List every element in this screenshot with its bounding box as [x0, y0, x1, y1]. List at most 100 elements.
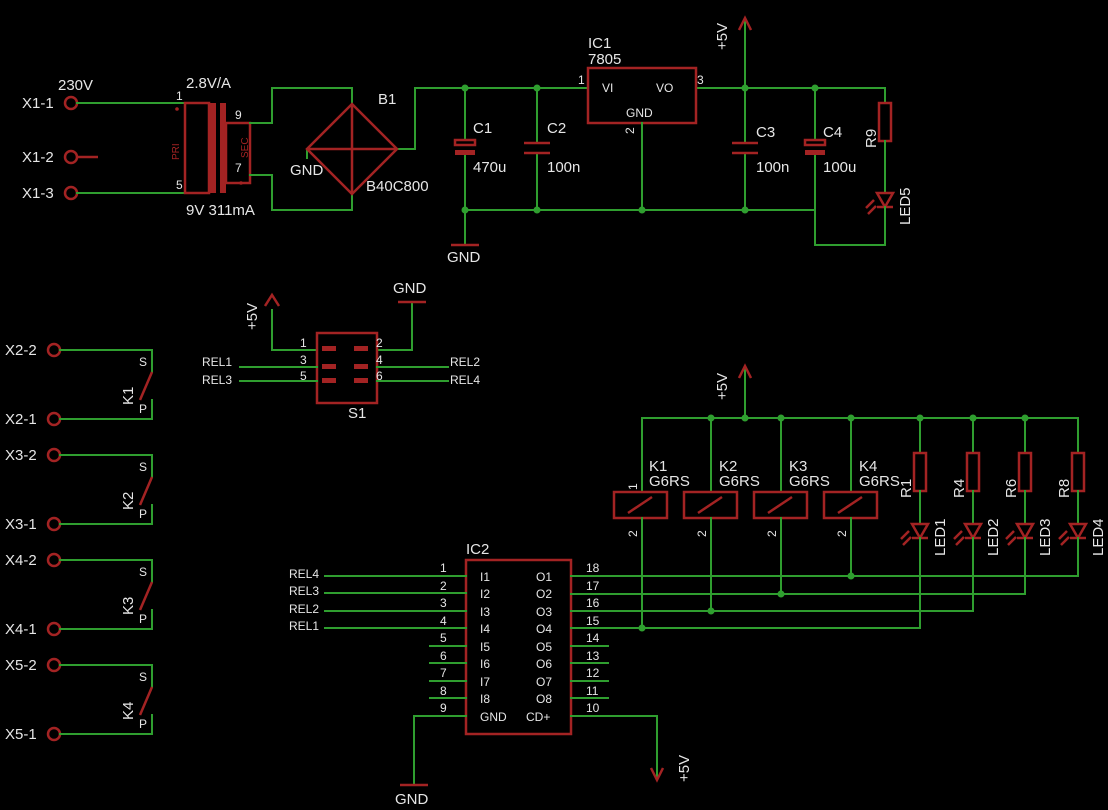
terminal-x1-1 [63, 95, 79, 111]
driver-label-i3: I3 [480, 605, 490, 619]
relay-coil-section: +5V K1 G6RS 1 2 K2 G6RS 2 K3 [612, 363, 1107, 629]
capacitor-c4: C4 100u [803, 87, 856, 246]
driver-left-pins: 1 2 3 4 5 6 7 8 9 [440, 561, 447, 715]
driver-label-o3: O3 [536, 605, 552, 619]
switch-gnd-label: GND [393, 280, 427, 297]
driver-label-cd: CD+ [526, 710, 550, 724]
driver-pin-16: 16 [586, 596, 600, 610]
relay-coil-k3: K3 G6RS 2 [752, 417, 830, 595]
relay-coil-k1-pin-1: 1 [626, 483, 640, 490]
driver-cd-supply-label: +5V [676, 755, 693, 782]
power-led-branch: R9 LED5 [814, 87, 914, 246]
driver-pin-8: 8 [440, 684, 447, 698]
driver-label-o1: O1 [536, 570, 552, 584]
bridge-rectifier: GND B1 B40C800 [271, 87, 466, 211]
led-branch-3: R6 LED3 [1003, 417, 1054, 595]
relay-contact-k3: K3 S P [46, 552, 154, 637]
regulator-value: 7805 [588, 51, 621, 68]
transformer-pin-7: 7 [235, 161, 242, 175]
rectifier-name: B1 [378, 91, 396, 108]
driver-input-net-rel2: REL2 [289, 602, 319, 616]
relay-coil-k2: K2 G6RS 2 [682, 417, 760, 612]
relay-contact-k1-p: P [139, 402, 147, 416]
terminal-label-x1-2: X1-2 [22, 149, 54, 166]
driver-pin-2: 2 [440, 579, 447, 593]
relay-coil-k1: K1 G6RS 1 2 [612, 417, 690, 629]
driver-input-net-rel1: REL1 [289, 619, 319, 633]
relay-contacts: X2-2 X2-1 X3-2 X3-1 X4-2 X4-1 X5-2 X5-1 … [5, 342, 154, 743]
capacitor-c3-name: C3 [756, 124, 775, 141]
relay-coil-k3-pin-2: 2 [765, 530, 779, 537]
switch-net-rel2: REL2 [450, 355, 480, 369]
driver-pin-12: 12 [586, 666, 600, 680]
dip-switch-s1: +5V GND 1 2 3 4 5 6 REL1 REL2 REL3 REL4 … [202, 280, 480, 422]
relay-contact-k4-p: P [139, 717, 147, 731]
relay-contact-k2-p: P [139, 507, 147, 521]
switch-pin-5: 5 [300, 369, 307, 383]
transformer-secondary-rating: 9V 311mA [186, 202, 255, 219]
terminal-label-x1-3: X1-3 [22, 185, 54, 202]
led5-label: LED5 [897, 187, 914, 225]
relay-coil-k3-value: G6RS [789, 473, 830, 490]
switch-net-rel3: REL3 [202, 373, 232, 387]
resistor-r6-label: R6 [1003, 479, 1020, 498]
switch-pin-3: 3 [300, 353, 307, 367]
regulator-gnd-label: GND [626, 106, 653, 120]
supply-5v-top: +5V [714, 15, 753, 89]
transformer-pin-9: 9 [235, 108, 242, 122]
terminal-label-x2-2: X2-2 [5, 342, 37, 359]
rectifier-value: B40C800 [366, 178, 429, 195]
relay-contact-k2-name: K2 [120, 492, 137, 510]
relay-contact-k4: K4 S P [46, 657, 154, 742]
transformer-pin-5: 5 [176, 178, 183, 192]
switch-net-rel4: REL4 [450, 373, 480, 387]
supply-5v-top-label: +5V [714, 23, 731, 50]
relay-contact-k1-s: S [139, 355, 147, 369]
input-voltage-label: 230V [58, 77, 93, 94]
relay-coil-k2-value: G6RS [719, 473, 760, 490]
power-supply-section: X1-1 X1-2 X1-3 230V 2.8V/A 9V 311mA 1 5 … [22, 15, 914, 266]
driver-pin-10: 10 [586, 701, 600, 715]
transformer-pri-label: PRI [171, 143, 182, 160]
terminal-label-x5-2: X5-2 [5, 657, 37, 674]
relay-coil-k1-name: K1 [649, 458, 667, 475]
driver-label-i4: I4 [480, 622, 490, 636]
driver-left-labels: I1 I2 I3 I4 I5 I6 I7 I8 GND [480, 570, 507, 724]
driver-right-labels: O1 O2 O3 O4 O5 O6 O7 O8 CD+ [526, 570, 552, 724]
ground-label-supply: GND [447, 249, 481, 266]
capacitor-c4-name: C4 [823, 124, 842, 141]
terminal-label-x1-1: X1-1 [22, 95, 54, 112]
driver-label-o7: O7 [536, 675, 552, 689]
regulator-vo-label: VO [656, 81, 673, 95]
relay-contact-k2-s: S [139, 460, 147, 474]
led1-label: LED1 [932, 518, 949, 556]
terminal-label-x4-1: X4-1 [5, 621, 37, 638]
regulator-ic1: IC1 7805 VI VO GND 1 2 3 [578, 35, 704, 211]
relay-coil-k4-value: G6RS [859, 473, 900, 490]
driver-label-i1: I1 [480, 570, 490, 584]
driver-label-i8: I8 [480, 692, 490, 706]
relay-contact-k1-name: K1 [120, 387, 137, 405]
relay-coil-k4-pin-2: 2 [835, 530, 849, 537]
transformer-rating: 2.8V/A [186, 75, 231, 92]
switch-supply-label: +5V [244, 303, 261, 330]
capacitor-c1-value: 470u [473, 159, 506, 176]
resistor-r1-label: R1 [898, 479, 915, 498]
capacitor-c1-name: C1 [473, 120, 492, 137]
led2-label: LED2 [985, 518, 1002, 556]
driver-pin-5: 5 [440, 631, 447, 645]
transformer-sec-label: SEC [240, 137, 251, 158]
relay-contact-k4-s: S [139, 670, 147, 684]
relay-coil-k1-pin-2: 2 [626, 530, 640, 537]
relay-coil-k3-name: K3 [789, 458, 807, 475]
switch-pin-6: 6 [376, 369, 383, 383]
switch-pin-4: 4 [376, 353, 383, 367]
transformer: 2.8V/A 9V 311mA 1 5 9 7 PRI SEC [76, 75, 273, 219]
led4-label: LED4 [1090, 518, 1107, 556]
driver-label-i2: I2 [480, 587, 490, 601]
relay-contact-k3-s: S [139, 565, 147, 579]
driver-input-net-rel4: REL4 [289, 567, 319, 581]
driver-pin-7: 7 [440, 666, 447, 680]
driver-right-pins: 18 17 16 15 14 13 12 11 10 [586, 561, 600, 715]
terminal-label-x3-2: X3-2 [5, 447, 37, 464]
